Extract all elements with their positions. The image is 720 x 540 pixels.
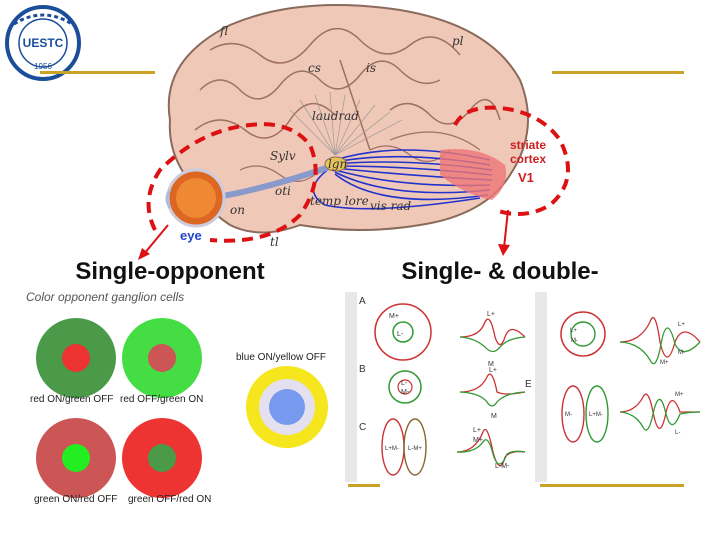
c-curve-bottom-label: L-M- xyxy=(495,463,510,470)
brain-label-lgn: lgn xyxy=(328,157,347,171)
brain-label-tl: tl xyxy=(270,235,279,249)
ganglion-cell-1 xyxy=(32,314,120,402)
row-letter-c: C xyxy=(359,422,366,433)
gold-line-right-top xyxy=(552,71,684,74)
brain-label-temp-lore: temp lore xyxy=(310,194,369,208)
ganglion-cell-5 xyxy=(118,414,206,502)
ganglion-cell-4-label: green ON/red OFF xyxy=(34,494,118,505)
b-center-label: L- xyxy=(401,380,408,387)
d-curve-mid-label: M- xyxy=(678,350,685,356)
ganglion-cell-2 xyxy=(118,314,206,402)
e-curve-top-label: M+ xyxy=(675,392,684,398)
cell1-inner xyxy=(62,344,90,372)
receptive-field-panel: A B C E L- M+ L+ M L- M- L+ M L+M- L-M+ … xyxy=(345,292,710,482)
brain-label-sylv: Sylv xyxy=(270,149,296,163)
e-curve-bottom-label: L- xyxy=(675,430,680,436)
ganglion-cell-2-label: red OFF/green ON xyxy=(120,394,204,405)
brain-label-lauchrad: laudrad xyxy=(312,109,359,123)
ganglion-panel-title: Color opponent ganglion cells xyxy=(26,290,185,304)
logo-text: UESTC xyxy=(23,36,64,50)
a-curve-top-label: L+ xyxy=(487,311,495,318)
gold-line-bottom-right xyxy=(540,484,684,487)
brain-label-cs: cs xyxy=(308,61,321,75)
striate-label-1: striate xyxy=(510,138,546,152)
e-left-label: M- xyxy=(565,412,572,418)
eye-label: eye xyxy=(180,228,202,243)
brain-diagram: fl pl cs is laudrad Sylv lgn oti on temp… xyxy=(140,0,580,260)
d-surround-label: M- xyxy=(571,338,578,344)
ganglion-cell-3 xyxy=(244,364,330,450)
b-curve-top-label: L+ xyxy=(489,367,497,374)
v1-label: V1 xyxy=(518,170,534,185)
heading-single-opponent: Single-opponent xyxy=(75,258,265,285)
brain-label-pl: pl xyxy=(452,34,464,48)
a-surround-label: M+ xyxy=(389,313,399,320)
brain-label-fl: fl xyxy=(219,24,228,38)
a-curve-bottom-label: M xyxy=(488,361,494,368)
university-logo: UESTC 1956 xyxy=(4,4,82,82)
ganglion-cell-1-label: red ON/green OFF xyxy=(30,394,114,405)
b-surround-label: M- xyxy=(401,389,410,396)
row-letter-e: E xyxy=(525,379,532,390)
gold-line-bottom-mid xyxy=(348,484,380,487)
d-curve-top-label: L+ xyxy=(678,322,685,328)
brain-label-is: is xyxy=(366,61,376,75)
logo-year: 1956 xyxy=(34,62,52,71)
c-curve-top-label: L+ xyxy=(473,427,481,434)
brain-label-oti: oti xyxy=(275,184,291,198)
ganglion-cell-4 xyxy=(32,414,120,502)
b-curve-bottom-label: M xyxy=(491,413,497,420)
c-right-label: L-M+ xyxy=(408,446,422,452)
e-right-label: L+M- xyxy=(589,412,603,418)
ganglion-cell-3-label: blue ON/yellow OFF xyxy=(236,352,327,363)
a-center-label: L- xyxy=(397,331,404,338)
row-letter-b: B xyxy=(359,364,366,375)
brain-label-vis-rad: vis rad xyxy=(370,199,411,213)
gold-line-left-top xyxy=(40,71,155,74)
brain-label-on: on xyxy=(230,203,245,217)
d-curve-bottom-label: M+ xyxy=(660,360,669,366)
c-left-label: L+M- xyxy=(385,446,399,452)
row-letter-a: A xyxy=(359,296,366,307)
d-center-label: L+ xyxy=(570,328,577,334)
c-curve-mid-label: M+ xyxy=(473,437,483,444)
striate-label-2: cortex xyxy=(510,152,546,166)
ganglion-cell-5-label: green OFF/red ON xyxy=(128,494,212,505)
